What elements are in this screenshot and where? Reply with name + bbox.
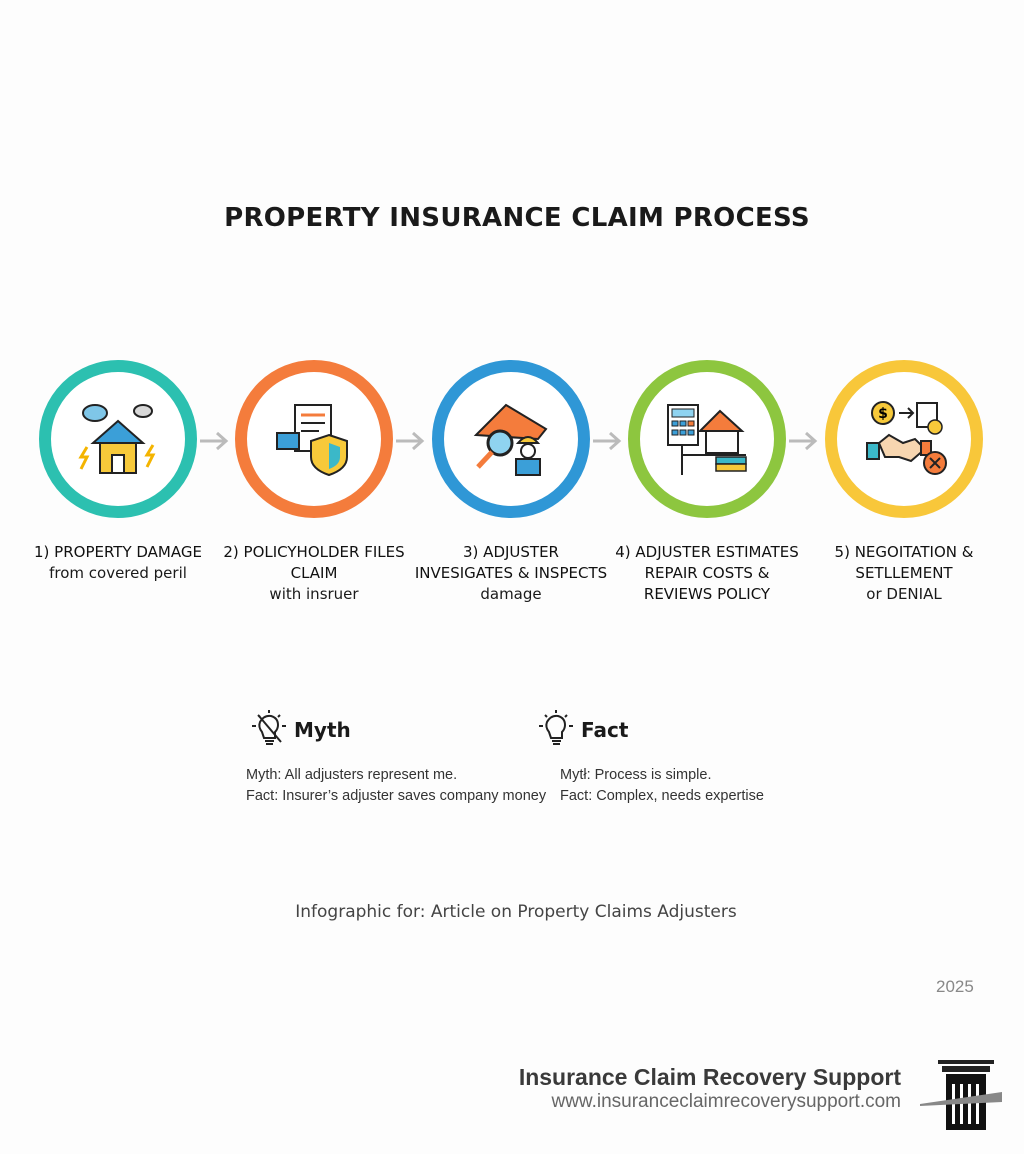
step-ring: $ (825, 360, 983, 518)
step-ring (628, 360, 786, 518)
fact-text: Mytł: Process is simple. Fact: Complex, … (560, 767, 764, 804)
brand-url: www.insuranceclaimrecoverysupport.com (551, 1091, 901, 1112)
storm-house-icon (78, 404, 156, 474)
myth-heading: Myth (250, 710, 351, 750)
arrow-right-icon (593, 431, 622, 451)
step-label: 2) POLICYHOLDER FILES CLAIM with insruer (223, 543, 405, 603)
step-4: 4) ADJUSTER ESTIMATES REPAIR COSTS & REV… (609, 360, 805, 605)
step-label: 3) ADJUSTER INVESIGATES & INSPECTS damag… (414, 543, 608, 603)
step-ring (432, 360, 590, 518)
arrow-right-icon (200, 431, 229, 451)
handshake-settlement-icon: $ (866, 401, 947, 475)
step-2: 2) POLICYHOLDER FILES CLAIM with insruer (216, 360, 412, 605)
brand-name: Insurance Claim Recovery Support (518, 1064, 901, 1090)
step-3: 3) ADJUSTER INVESIGATES & INSPECTS damag… (413, 360, 609, 605)
step-ring (39, 360, 197, 518)
crossed-lightbulb-icon (252, 710, 286, 745)
adjuster-inspect-icon (473, 403, 548, 476)
fact-heading: Fact (537, 710, 628, 750)
step-label: 4) ADJUSTER ESTIMATES REPAIR COSTS & REV… (615, 543, 799, 603)
step-1: 1) PROPERTY DAMAGE from covered peril (20, 360, 216, 584)
lightbulb-icon (539, 710, 573, 745)
arrow-right-icon (789, 431, 818, 451)
brand: Insurance Claim Recovery Support www.ins… (519, 1064, 901, 1113)
myth-text: Myth: All adjusters represent me. Fact: … (246, 767, 547, 804)
year: 2025 (936, 977, 974, 996)
claim-document-shield-icon (276, 404, 348, 477)
step-label: 5) NEGOITATION & SETLLEMENT or DENIAL (834, 543, 974, 603)
step-5: $ 5) NEGOITATION & SETLLEMENT or DENIAL (806, 360, 1002, 605)
page-title: PROPERTY INSURANCE CLAIM PROCESS (224, 203, 810, 233)
calculator-house-icon (667, 404, 747, 475)
step-label: 1) PROPERTY DAMAGE from covered peril (34, 543, 202, 582)
arrow-right-icon (396, 431, 425, 451)
svg-text:$: $ (878, 406, 888, 422)
step-ring (235, 360, 393, 518)
pillar-logo-icon (920, 1060, 1002, 1130)
caption: Infographic for: Article on Property Cla… (295, 902, 737, 922)
